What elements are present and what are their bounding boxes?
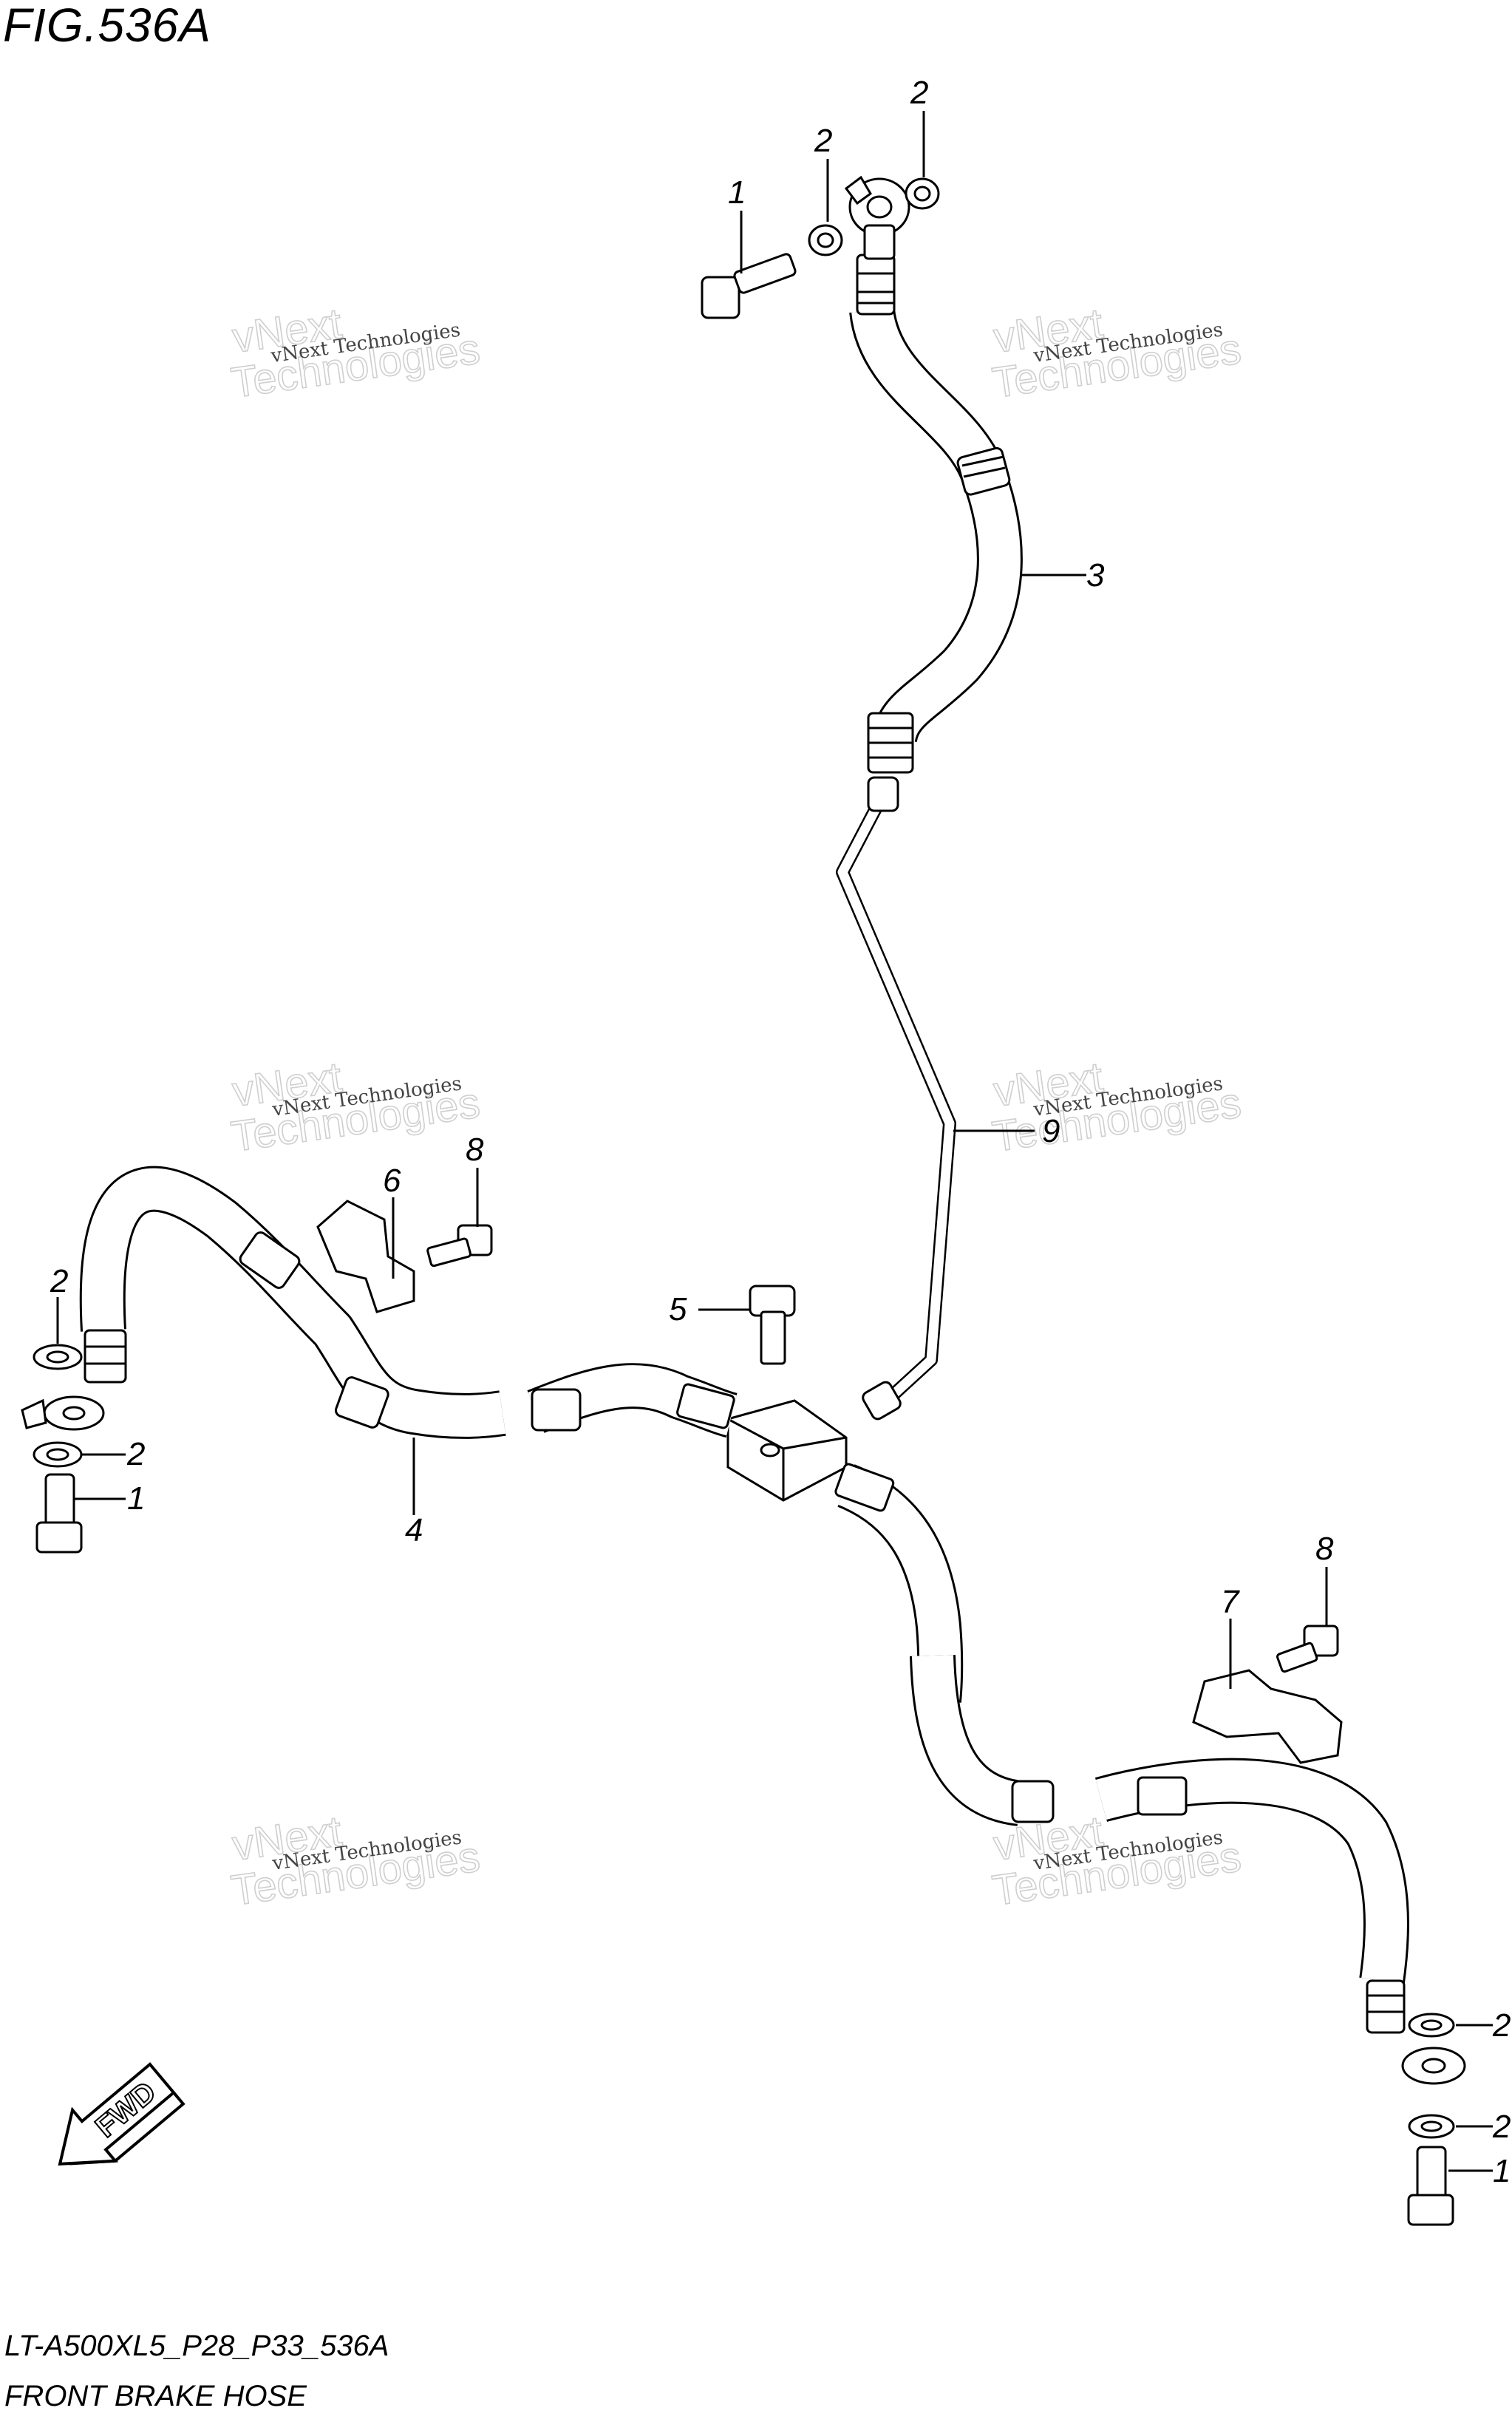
watermark-3: vNext Technologies vNext Technologies — [228, 1052, 483, 1161]
hose-right — [834, 1463, 1466, 2085]
callout-2-right-b: 2 — [1492, 2109, 1511, 2145]
washer-part-2-left-a — [33, 1344, 83, 1370]
washer-part-2-right-b — [1408, 2114, 1455, 2139]
clamp-part-7 — [1192, 1669, 1343, 1764]
callout-4: 4 — [405, 1512, 423, 1548]
hose-part-3 — [844, 175, 1023, 774]
brake-pipe-part-9 — [836, 776, 956, 1421]
callout-7: 7 — [1221, 1584, 1240, 1620]
fwd-arrow-icon: FWD — [58, 2062, 185, 2166]
bolt-part-8-right — [1276, 1625, 1339, 1673]
washer-part-2-top-b — [905, 177, 940, 210]
callout-2-left-a: 2 — [50, 1263, 68, 1299]
callout-9: 9 — [1042, 1113, 1060, 1149]
watermark-group: vNext Technologies vNext Technologies vN… — [228, 299, 1244, 1915]
washer-part-2-right-a — [1408, 2013, 1455, 2038]
callout-2-top-b: 2 — [910, 75, 928, 111]
callout-3: 3 — [1086, 557, 1105, 593]
figure-title: FIG.536A — [3, 0, 211, 52]
junction-block — [726, 1399, 848, 1502]
washer-part-2-top-a — [808, 224, 843, 256]
figure-name: FRONT BRAKE HOSE — [4, 2380, 307, 2412]
callout-1-right: 1 — [1493, 2153, 1511, 2189]
bolt-part-1-left — [35, 1473, 83, 1554]
bolt-part-8-left — [426, 1224, 493, 1268]
model-code: LT-A500XL5_P28_P33_536A — [4, 2330, 389, 2362]
callout-5: 5 — [669, 1291, 687, 1327]
callout-2-right-a: 2 — [1492, 2007, 1511, 2044]
callout-8-left: 8 — [466, 1132, 484, 1168]
clamp-part-6 — [316, 1200, 415, 1313]
washer-part-2-left-b — [33, 1441, 83, 1468]
callout-1-left: 1 — [127, 1480, 145, 1517]
watermark-1: vNext Technologies vNext Technologies — [228, 299, 483, 407]
watermark-2: vNext Technologies vNext Technologies — [989, 299, 1244, 407]
bolt-part-1-top — [701, 253, 797, 319]
watermark-5: vNext Technologies vNext Technologies — [228, 1806, 483, 1915]
watermark-4: vNext Technologies vNext Technologies — [989, 1052, 1244, 1161]
leader-lines — [56, 111, 1493, 2172]
callout-2-left-b: 2 — [126, 1436, 145, 1472]
callout-2-top-a: 2 — [814, 123, 832, 159]
callout-8-right: 8 — [1315, 1531, 1334, 1567]
callout-1-top: 1 — [728, 174, 746, 211]
hose-part-4 — [21, 1166, 738, 1439]
callout-6: 6 — [383, 1163, 401, 1199]
bolt-part-1-right — [1407, 2146, 1454, 2226]
bolt-part-5 — [749, 1285, 796, 1365]
